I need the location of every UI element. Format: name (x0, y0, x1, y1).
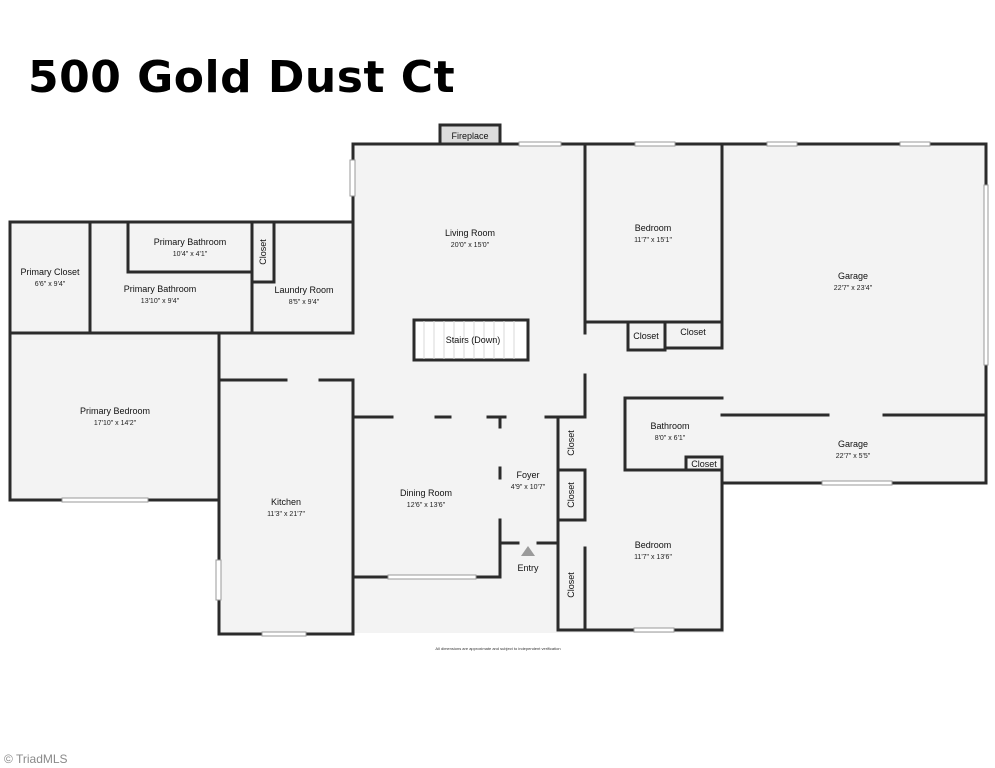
room-dining: Dining Room 12'6" x 13'6" (400, 488, 452, 509)
room-dimensions: 8'0" x 6'1" (655, 435, 686, 442)
room-bedroom-top: Bedroom 11'7" x 15'1" (634, 223, 672, 244)
room-living-room: Living Room 20'0" x 15'0" (445, 228, 495, 249)
room-foyer: Foyer 4'9" x 10'7" (511, 470, 546, 491)
room-name: Kitchen (271, 497, 301, 507)
room-dimensions: 4'9" x 10'7" (511, 484, 546, 491)
room-dimensions: 11'7" x 13'6" (634, 554, 672, 561)
closet-label-hall-2: Closet (566, 482, 576, 508)
room-name: Primary Bathroom (154, 237, 227, 247)
room-primary-bathroom-small: Primary Bathroom 10'4" x 4'1" (154, 237, 227, 258)
room-dimensions: 17'10" x 14'2" (94, 420, 137, 427)
room-garage-main: Garage 22'7" x 23'4" (834, 271, 873, 292)
closet-label-hall-3: Closet (566, 572, 576, 598)
room-dimensions: 10'4" x 4'1" (173, 251, 208, 258)
room-dimensions: 6'6" x 9'4" (35, 281, 66, 288)
fireplace: Fireplace (438, 123, 502, 146)
room-dimensions: 22'7" x 23'4" (834, 285, 873, 292)
entry-label: Entry (517, 563, 539, 573)
room-dimensions: 12'6" x 13'6" (407, 502, 446, 509)
room-name: Dining Room (400, 488, 452, 498)
page-title: 500 Gold Dust Ct (28, 52, 456, 103)
room-name: Living Room (445, 228, 495, 238)
room-name: Primary Bathroom (124, 284, 197, 294)
room-name: Primary Closet (20, 267, 80, 277)
room-bathroom: Bathroom 8'0" x 6'1" (650, 421, 689, 442)
closet-label-bathroom: Closet (691, 459, 717, 469)
closet-label-hall-1: Closet (566, 430, 576, 456)
floor-fill (10, 143, 986, 633)
room-dimensions: 11'3" x 21'7" (267, 511, 305, 518)
windows (61, 141, 989, 637)
room-name: Bedroom (635, 540, 672, 550)
closet-label-top-right: Closet (680, 327, 706, 337)
room-dimensions: 13'10" x 9'4" (141, 298, 180, 305)
closet-label-top-left: Closet (633, 331, 659, 341)
disclaimer-text: All dimensions are approximate and subje… (435, 646, 560, 651)
room-name: Foyer (516, 470, 539, 480)
entry-marker: Entry (517, 546, 539, 573)
room-name: Bathroom (650, 421, 689, 431)
stairs: Stairs (Down) (412, 318, 530, 362)
stairs-label: Stairs (Down) (446, 335, 501, 345)
room-laundry: Laundry Room 8'5" x 9'4" (274, 285, 333, 306)
watermark: © TriadMLS (4, 752, 68, 766)
room-name: Laundry Room (274, 285, 333, 295)
room-bedroom-bottom: Bedroom 11'7" x 13'6" (634, 540, 672, 561)
room-name: Bedroom (635, 223, 672, 233)
room-dimensions: 11'7" x 15'1" (634, 237, 672, 244)
room-dimensions: 22'7" x 5'5" (836, 453, 871, 460)
closet-labels: Closet Closet Closet Closet Closet Close… (258, 239, 717, 598)
room-primary-bedroom: Primary Bedroom 17'10" x 14'2" (80, 406, 150, 427)
room-primary-bathroom: Primary Bathroom 13'10" x 9'4" (124, 284, 197, 305)
room-dimensions: 20'0" x 15'0" (451, 242, 490, 249)
fireplace-label: Fireplace (451, 131, 488, 141)
room-name: Garage (838, 271, 868, 281)
room-dimensions: 8'5" x 9'4" (289, 299, 320, 306)
room-name: Garage (838, 439, 868, 449)
room-primary-closet: Primary Closet 6'6" x 9'4" (20, 267, 80, 288)
room-kitchen: Kitchen 11'3" x 21'7" (267, 497, 305, 518)
room-name: Primary Bedroom (80, 406, 150, 416)
room-garage-small: Garage 22'7" x 5'5" (836, 439, 871, 460)
closet-label-laundry: Closet (258, 239, 268, 265)
entry-arrow-icon (521, 546, 535, 556)
watermark-text: TriadMLS (15, 752, 68, 766)
